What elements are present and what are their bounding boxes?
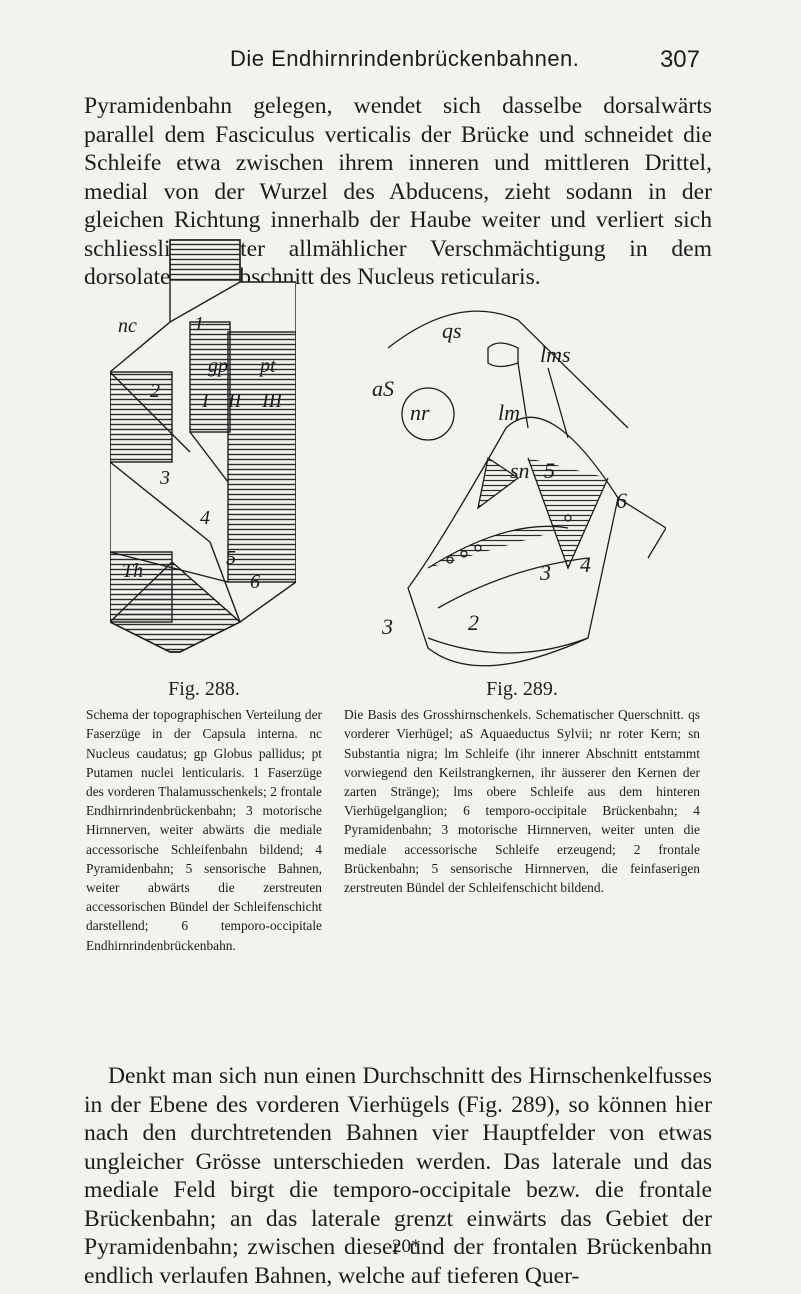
label-lms: lms	[540, 342, 571, 367]
figure-289-caption: Fig. 289. Die Basis des Grosshirnschenke…	[344, 678, 700, 897]
label-5: 5	[544, 458, 555, 483]
figure-288-title: Fig. 288.	[168, 678, 240, 700]
label-3: 3	[381, 614, 393, 639]
label-roman-1: I	[201, 390, 210, 412]
running-title: Die Endhirnrindenbrückenbahnen.	[230, 46, 580, 71]
label-pt: pt	[258, 355, 276, 377]
figure-289-caption-text: Die Basis des Grosshirnschenkels. Schema…	[344, 707, 700, 896]
label-4: 4	[200, 507, 210, 529]
figure-288-caption-text: Schema der topographischen Verteilung de…	[86, 707, 322, 953]
label-aS: aS	[372, 376, 394, 401]
figure-289-drawing: qs aS lms nr lm sn 5 6 4 3 2 3	[368, 308, 667, 670]
label-nc: nc	[118, 315, 137, 337]
label-roman-3: III	[261, 390, 283, 412]
signature-mark: 20*	[392, 1236, 421, 1257]
label-roman-2: II	[227, 390, 243, 412]
label-qs: qs	[442, 318, 462, 343]
label-6: 6	[250, 571, 260, 593]
label-nr: nr	[410, 400, 430, 425]
figure-288-caption: Fig. 288. Schema der topographischen Ver…	[86, 678, 322, 955]
label-3: 3	[159, 467, 170, 489]
paragraph-2: Denkt man sich nun einen Durchschnitt de…	[84, 1063, 712, 1289]
label-lm: lm	[498, 400, 520, 425]
label-1: 1	[194, 313, 204, 335]
label-Th: Th	[122, 560, 143, 582]
page-header: Die Endhirnrindenbrückenbahnen. 307	[100, 46, 700, 76]
label-2: 2	[468, 610, 479, 635]
label-sn: sn	[510, 458, 530, 483]
figure-289-title: Fig. 289.	[486, 678, 558, 700]
label-2: 2	[150, 380, 160, 402]
label-6: 6	[616, 488, 627, 513]
label-5: 5	[226, 547, 236, 569]
label-gp: gp	[208, 355, 228, 377]
paragraph-1: Pyramidenbahn gelegen, wendet sich dasse…	[84, 93, 712, 290]
page-number: 307	[659, 46, 700, 73]
label-3-inner: 3	[539, 560, 551, 585]
label-4: 4	[580, 552, 591, 577]
figure-288-drawing: nc 1 2 gp pt I II III 3 4 5 Th 6	[108, 222, 297, 664]
